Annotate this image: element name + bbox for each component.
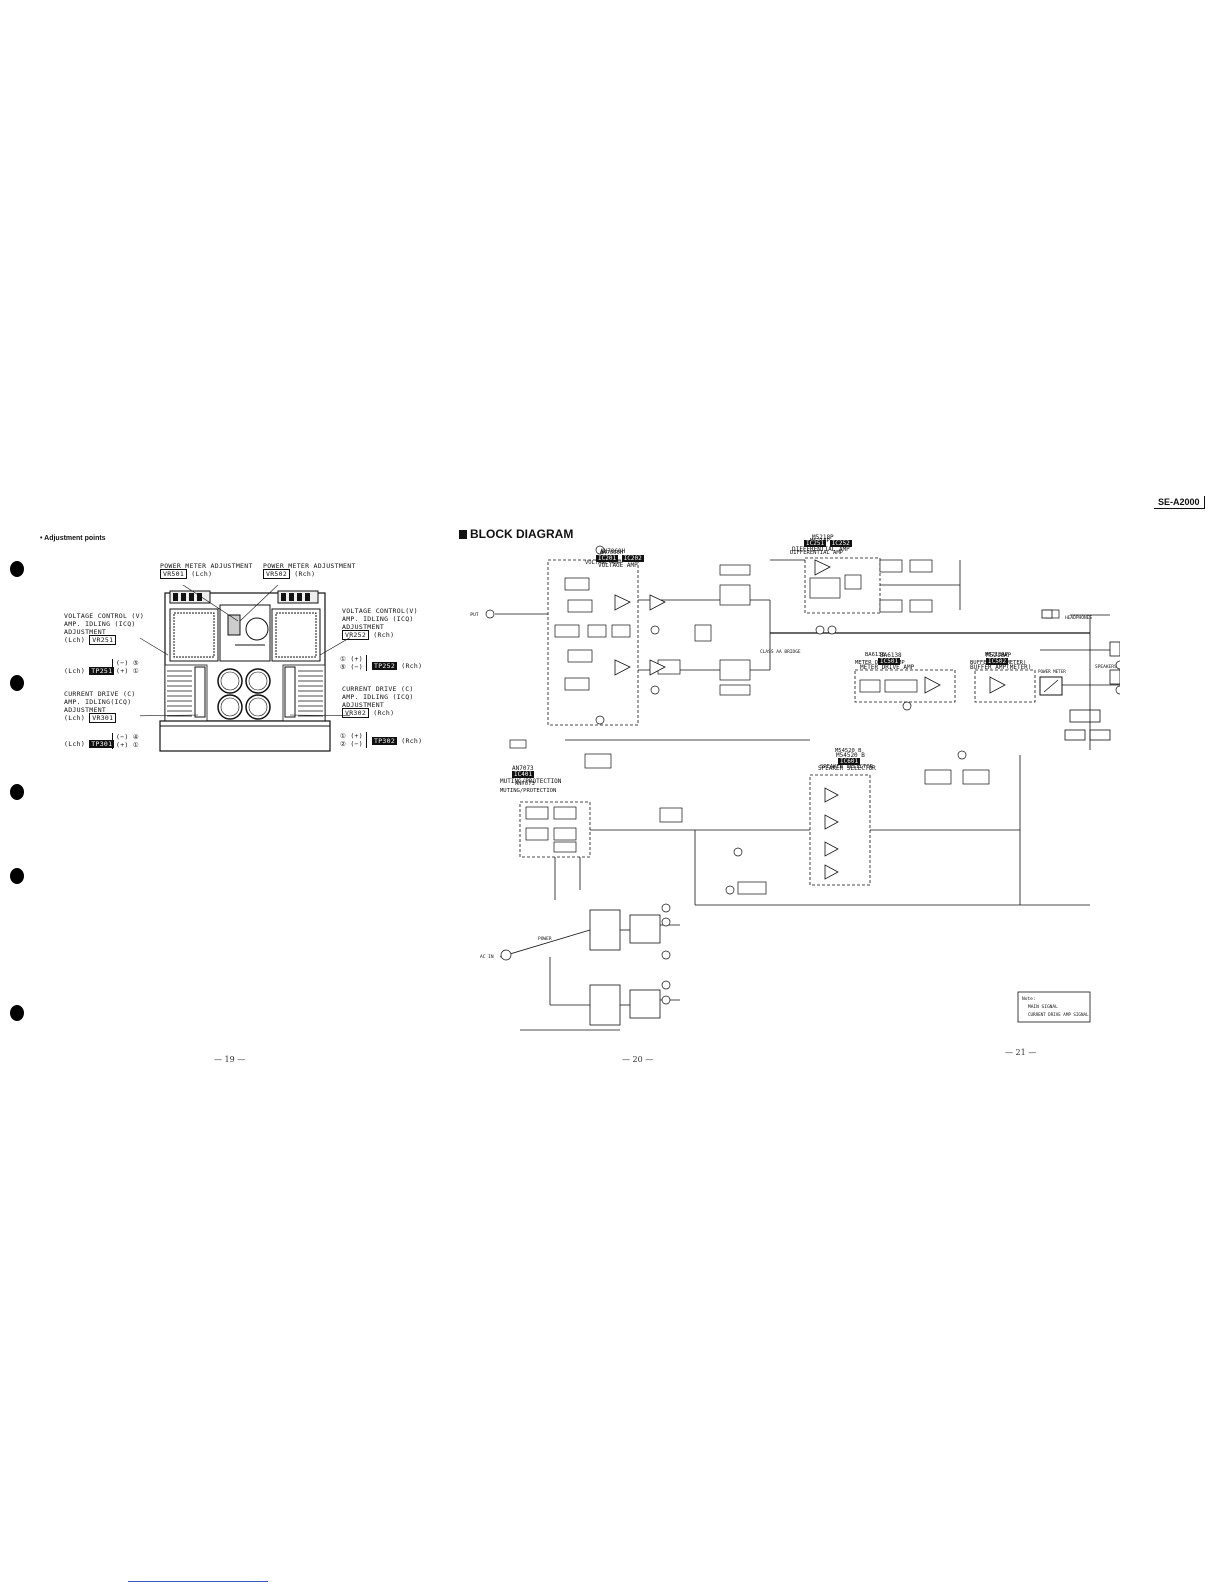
power-meter-adjustment-l: POWER METER ADJUSTMENT VR501 (Lch) <box>160 562 253 579</box>
svg-text:Note:: Note: <box>1022 996 1036 1002</box>
muting-name: MUTING/PROTECTION <box>500 778 562 785</box>
svg-text:M5218AP: M5218AP <box>985 652 1009 658</box>
tp252-pins: ① (+)⑤ (−) <box>340 655 367 671</box>
tp252-label: TP252 (Rch) <box>372 662 423 670</box>
muting-ic: AN7073 <box>512 765 534 772</box>
buffer-amp-ref: IC502 <box>986 658 1009 665</box>
svg-text:CLASS AA BRIDGE: CLASS AA BRIDGE <box>760 649 801 655</box>
tp301-label: (Lch) TP301 <box>64 740 115 748</box>
model-tag: SE-A2000 <box>1154 496 1205 509</box>
page-number-left: — 19 — <box>214 1055 246 1064</box>
power-meter-adjustment-r: POWER METER ADJUSTMENT VR502 (Rch) <box>263 562 356 579</box>
meter-drive-ref: IC501 <box>878 658 901 665</box>
svg-text:DIFFERENTIAL AMP: DIFFERENTIAL AMP <box>790 550 844 556</box>
svg-text:HEADPHONES: HEADPHONES <box>1065 615 1092 621</box>
differential-amp-name: DIFFERENTIAL AMP <box>792 546 850 553</box>
svg-text:AN7073: AN7073 <box>515 781 535 787</box>
binding-hole <box>10 1005 24 1021</box>
binding-hole <box>10 868 24 884</box>
meter-drive-name: METER DRIVE AMP <box>860 664 915 671</box>
svg-text:BA6138: BA6138 <box>865 652 885 658</box>
voltage-control-r: VOLTAGE CONTROL(V) AMP. IDLING (ICQ) ADJ… <box>342 607 418 640</box>
buffer-amp-ic: M5218AP <box>986 652 1012 659</box>
block-diagram: AN7060H VOLTAGE AMP M5218P DIFFERENTIAL … <box>470 538 1120 1031</box>
adjustment-title: • Adjustment points <box>40 535 106 542</box>
svg-text:VOLTAGE AMP: VOLTAGE AMP <box>585 560 622 566</box>
block-diagram-title: BLOCK DIAGRAM <box>459 527 573 541</box>
differential-amp-ic: M5218P <box>812 534 834 541</box>
svg-text:POWER: POWER <box>538 936 552 942</box>
tp302-pins: ① (+)② (−) <box>340 732 367 748</box>
page-number-right: — 21 — <box>1005 1048 1037 1057</box>
svg-text:M54520 B: M54520 B <box>835 748 862 754</box>
binding-hole <box>10 784 24 800</box>
speaker-selector-ic: M54520 B <box>836 752 865 759</box>
differential-amp-refs: IC251 IC252 <box>804 540 852 547</box>
svg-text:CURRENT DRIVE AMP SIGNAL: CURRENT DRIVE AMP SIGNAL <box>1028 1012 1089 1017</box>
svg-text:AC IN: AC IN <box>480 954 494 960</box>
footer-rule <box>128 1581 268 1582</box>
svg-text:INPUT: INPUT <box>470 612 479 618</box>
svg-text:SPEAKER SELECTOR: SPEAKER SELECTOR <box>820 764 874 770</box>
binding-hole <box>10 561 24 577</box>
tp251-pins: (−) ⑤(+) ① <box>112 659 139 675</box>
svg-text:SPEAKERS: SPEAKERS <box>1095 664 1117 670</box>
meter-drive-ic: BA6138 <box>880 652 902 659</box>
tp302-label: TP302 (Rch) <box>372 737 423 745</box>
tp301-pins: (−) ④(+) ① <box>112 733 139 749</box>
amplifier-chassis-drawing <box>140 585 350 752</box>
tp251-label: (Lch) TP251 <box>64 667 115 675</box>
page-number-center: — 20 — <box>622 1055 654 1064</box>
buffer-amp-name: BUFFER AMP(METER) <box>970 664 1032 671</box>
voltage-amp-refs: IC201 IC202 <box>596 555 644 562</box>
current-drive-l: CURRENT DRIVE (C) AMP. IDLING(ICQ) ADJUS… <box>64 690 136 723</box>
svg-text:AN7060H: AN7060H <box>600 550 623 556</box>
current-drive-r: CURRENT DRIVE (C) AMP. IDLING (ICQ) ADJU… <box>342 685 414 718</box>
voltage-control-l: VOLTAGE CONTROL (V) AMP. IDLING (ICQ) AD… <box>64 612 145 645</box>
voltage-amp-ic: AN7060H <box>600 548 626 555</box>
svg-text:POWER METER: POWER METER <box>1038 669 1066 674</box>
speaker-selector-ref: IC601 <box>838 758 861 765</box>
svg-text:MUTING/PROTECTION: MUTING/PROTECTION <box>500 788 556 794</box>
binding-hole <box>10 675 24 691</box>
muting-ref: IC401 <box>512 771 535 778</box>
speaker-selector-name: SPEAKER SELECTOR <box>818 765 876 772</box>
voltage-amp-name: VOLTAGE AMP <box>598 562 638 569</box>
svg-text:MAIN SIGNAL: MAIN SIGNAL <box>1028 1004 1058 1010</box>
